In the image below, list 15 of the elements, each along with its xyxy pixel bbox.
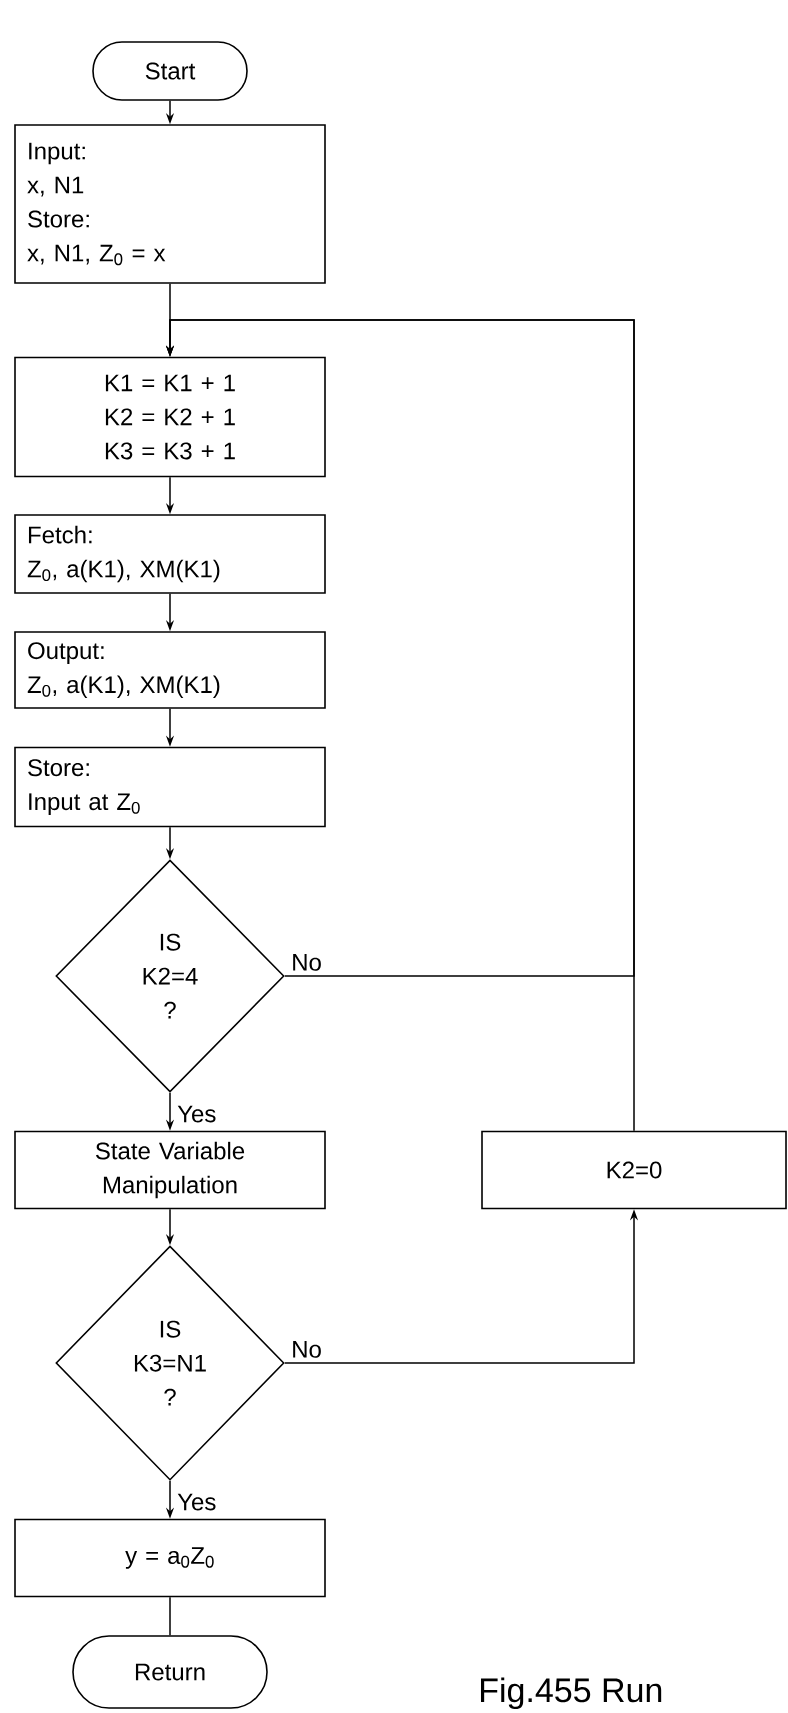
process-box: y = a$_{0}$Z$_{0}$ <box>14 1518 326 1598</box>
edge-label: No <box>290 1340 323 1359</box>
process-box: Input: x, N1 Store: x, N1, Z$_{0}$ = x <box>14 124 326 284</box>
process-box: K1 = K1 + 1 K2 = K2 + 1 K3 = K3 + 1 <box>14 356 326 478</box>
terminal-box: Start <box>92 41 248 101</box>
process-box: State Variable Manipulation <box>14 1130 326 1210</box>
terminal-box: Return <box>72 1635 268 1709</box>
process-box: Store: Input at Z$_{0}$ <box>14 746 326 828</box>
process-box: K2=0 <box>481 1130 787 1210</box>
caption: Fig.455 Run <box>481 1677 662 1710</box>
process-box: Fetch: Z$_{0}$, a(K1), XM(K1) <box>14 514 326 594</box>
edge-label: Yes <box>176 1492 218 1512</box>
edge-label: No <box>290 953 323 972</box>
process-box: Output: Z$_{0}$, a(K1), XM(K1) <box>14 631 326 709</box>
edge-label: Yes <box>176 1104 218 1124</box>
